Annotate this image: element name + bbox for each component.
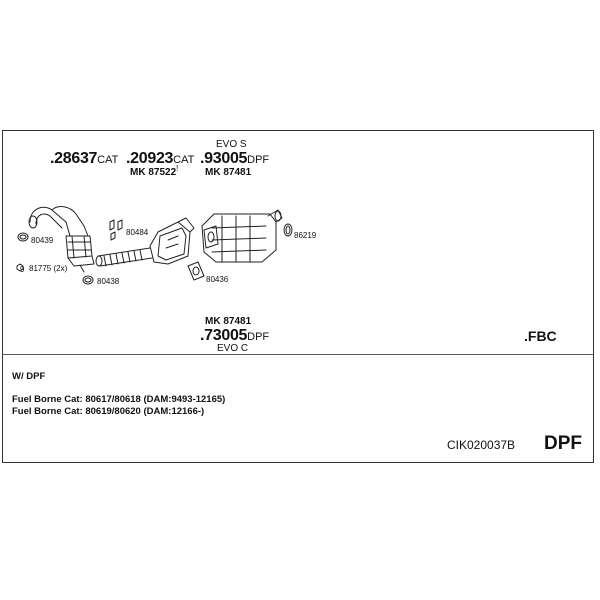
catalyst-20923-drawing	[149, 217, 195, 265]
section-divider	[2, 354, 594, 355]
part-28637: .28637CAT	[50, 150, 118, 168]
nuts-81775-drawing	[16, 263, 24, 272]
note-fuel-borne-1: Fuel Borne Cat: 80617/80618 (DAM:9493-12…	[12, 394, 226, 405]
part-73005-evo: EVO C	[217, 343, 249, 354]
callout-80484: 80484	[126, 228, 149, 237]
clamp-80439-drawing	[17, 232, 29, 242]
part-93005-evo: EVO S	[216, 139, 247, 150]
manifold-catalyst-drawing	[28, 206, 95, 273]
part-28637-number: .28637	[50, 150, 98, 167]
part-93005-suffix: DPF	[247, 154, 270, 166]
fbc-label: .FBC	[524, 328, 557, 344]
part-20923-number: .20923	[126, 150, 174, 167]
part-93005-number: .93005	[200, 150, 248, 167]
clamp-80438-drawing	[82, 275, 94, 285]
clamp-86219-drawing	[283, 223, 293, 237]
callout-80438: 80438	[97, 277, 120, 286]
kit-code: CIK020037B	[447, 438, 516, 452]
kit-type: DPF	[544, 433, 582, 454]
note-fuel-borne-2: Fuel Borne Cat: 80619/80620 (DAM:12166-)	[12, 406, 205, 417]
callout-80436: 80436	[206, 275, 229, 284]
diagram-frame	[2, 130, 594, 463]
part-20923: .20923CAT	[126, 150, 194, 168]
gasket-80436-drawing	[187, 261, 205, 281]
callout-86219: 86219	[294, 231, 317, 240]
note-w-dpf: W/ DPF	[12, 371, 46, 382]
part-93005-mk: MK 87481	[205, 167, 252, 178]
part-28637-suffix: CAT	[97, 154, 119, 166]
part-73005-suffix: DPF	[247, 331, 270, 343]
part-73005: .73005DPF	[200, 327, 269, 345]
part-93005: .93005DPF	[200, 150, 269, 168]
part-20923-suffix: CAT	[173, 154, 195, 166]
clamp-80484-drawing	[109, 219, 123, 241]
callout-81775: 81775 (2x)	[29, 264, 68, 273]
part-20923-mark: !	[176, 164, 179, 173]
dpf-93005-drawing	[201, 209, 283, 263]
part-20923-mk: MK 87522	[130, 167, 177, 178]
flex-pipe-drawing	[95, 247, 153, 267]
callout-80439: 80439	[31, 236, 54, 245]
part-73005-number: .73005	[200, 327, 248, 344]
part-73005-mk: MK 87481	[205, 316, 252, 327]
